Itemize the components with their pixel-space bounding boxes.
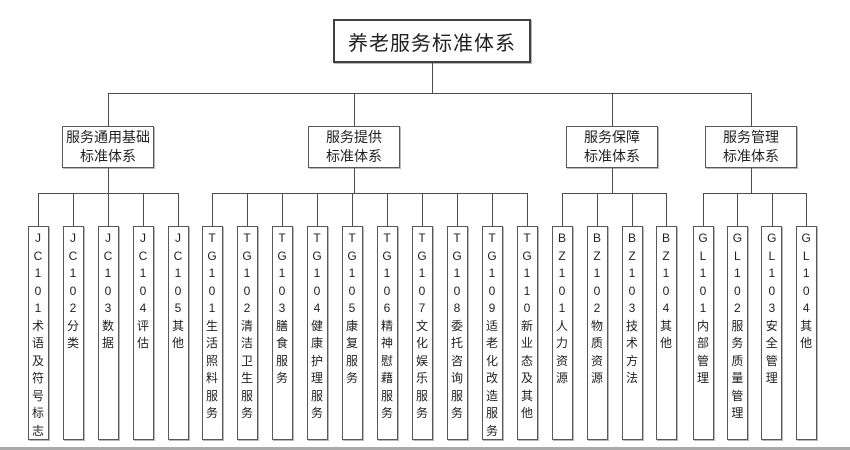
branch-node: 服务通用基础 标准体系 <box>62 126 154 168</box>
connector-leaf-drop <box>666 193 667 226</box>
connector-leaf-drop <box>492 193 493 226</box>
connector-level2-rail <box>703 193 808 194</box>
leaf-node-TG105: T G 1 0 5 康 复 服 务 <box>341 226 363 440</box>
connector-leaf-drop <box>352 193 353 226</box>
leaf-node-TG101: T G 1 0 1 生 活 照 料 服 务 <box>201 226 223 440</box>
leaf-node-TG104: T G 1 0 4 健 康 护 理 服 务 <box>306 226 328 440</box>
connector-branch-drop <box>354 93 355 126</box>
connector-branch-drop <box>108 93 109 126</box>
connector-branch-stem <box>612 168 613 193</box>
connector-level1-rail <box>108 93 752 94</box>
connector-branch-drop <box>751 93 752 126</box>
connector-leaf-drop <box>73 193 74 226</box>
branch-node: 服务管理 标准体系 <box>705 126 797 168</box>
leaf-node-GL102: G L 1 0 2 服 务 质 量 管 理 <box>726 226 748 440</box>
connector-leaf-drop <box>108 193 109 226</box>
leaf-node-BZ101: B Z 1 0 1 人 力 资 源 <box>551 226 573 440</box>
connector-leaf-drop <box>282 193 283 226</box>
connector-leaf-drop <box>317 193 318 226</box>
leaf-node-BZ102: B Z 1 0 2 物 质 资 源 <box>586 226 608 440</box>
leaf-node-JC104: J C 1 0 4 评 估 <box>132 226 154 440</box>
leaf-node-JC102: J C 1 0 2 分 类 <box>62 226 84 440</box>
connector-leaf-drop <box>771 193 773 226</box>
leaf-node-JC101: J C 1 0 1 术 语 及 符 号 标 志 <box>27 226 49 440</box>
leaf-node-TG106: T G 1 0 6 精 神 慰 藉 服 务 <box>376 226 398 440</box>
connector-leaf-drop <box>737 193 739 226</box>
root-node: 养老服务标准体系 <box>333 19 531 63</box>
leaf-node-JC105: J C 1 0 5 其 他 <box>167 226 189 440</box>
leaf-node-GL104: G L 1 0 4 其 他 <box>795 226 817 440</box>
connector-leaf-drop <box>632 193 633 226</box>
leaf-node-TG110: T G 1 1 0 新 业 态 及 其 他 <box>516 226 538 440</box>
leaf-node-TG103: T G 1 0 3 膳 食 服 务 <box>271 226 293 440</box>
connector-leaf-drop <box>143 193 144 226</box>
connector-level2-rail <box>212 193 528 194</box>
connector-root-stem <box>432 63 433 93</box>
leaf-node-BZ103: B Z 1 0 3 技 术 方 法 <box>621 226 643 440</box>
leaf-node-GL101: G L 1 0 1 内 部 管 理 <box>692 226 714 440</box>
leaf-node-BZ104: B Z 1 0 4 其 他 <box>655 226 677 440</box>
connector-leaf-drop <box>38 193 39 226</box>
leaf-node-TG109: T G 1 0 9 适 老 化 改 造 服 务 <box>481 226 503 440</box>
connector-leaf-drop <box>562 193 563 226</box>
branch-node: 服务保障 标准体系 <box>566 126 658 168</box>
connector-leaf-drop <box>457 193 458 226</box>
connector-leaf-drop <box>422 193 423 226</box>
connector-branch-stem <box>108 168 109 193</box>
branch-node: 服务提供 标准体系 <box>308 126 400 168</box>
leaf-node-TG102: T G 1 0 2 清 洁 卫 生 服 务 <box>236 226 258 440</box>
connector-leaf-drop <box>703 193 704 226</box>
connector-leaf-drop <box>212 193 213 226</box>
image-bottom-edge <box>0 447 850 450</box>
connector-leaf-drop <box>806 193 808 226</box>
connector-branch-drop <box>612 93 613 126</box>
connector-leaf-drop <box>178 193 179 226</box>
connector-leaf-drop <box>247 193 248 226</box>
connector-leaf-drop <box>387 193 388 226</box>
connector-branch-stem <box>354 168 355 193</box>
leaf-node-GL103: G L 1 0 3 安 全 管 理 <box>761 226 783 440</box>
leaf-node-TG108: T G 1 0 8 委 托 咨 询 服 务 <box>446 226 468 440</box>
leaf-node-JC103: J C 1 0 3 数 据 <box>97 226 119 440</box>
leaf-node-TG107: T G 1 0 7 文 化 娱 乐 服 务 <box>411 226 433 440</box>
connector-leaf-drop <box>527 193 528 226</box>
connector-branch-stem <box>751 168 752 193</box>
connector-level2-rail <box>562 193 667 194</box>
connector-leaf-drop <box>597 193 598 226</box>
